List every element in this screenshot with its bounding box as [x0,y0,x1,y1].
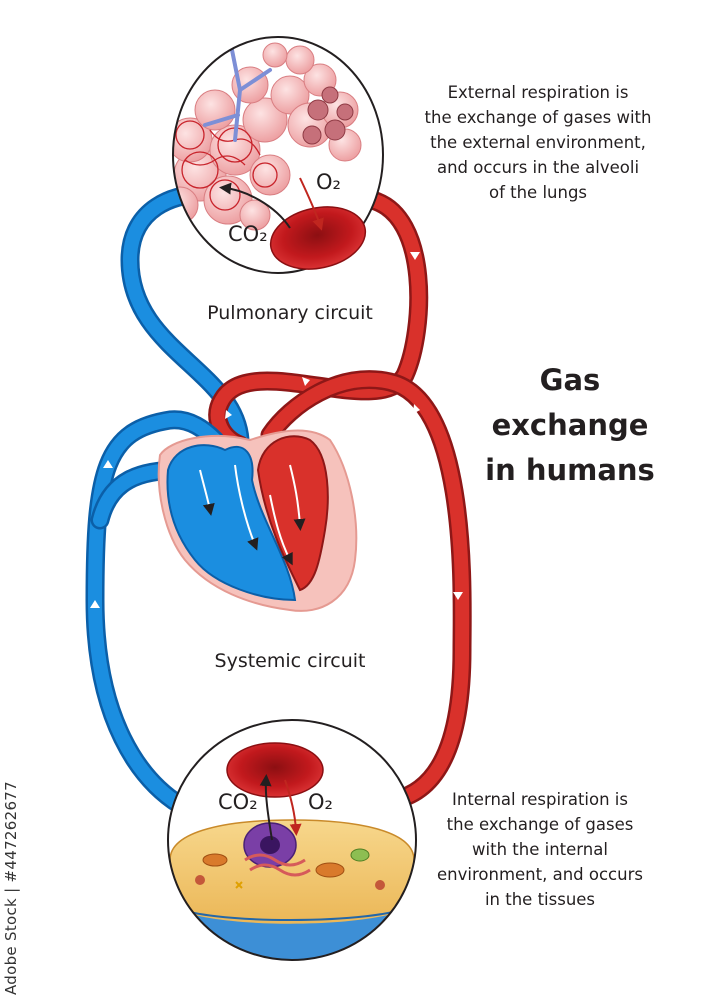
alveolar-sac [302,86,354,145]
internal-respiration-text: Internal respiration is the exchange of … [437,790,643,909]
capillary-network [175,120,278,211]
tissue-inset [167,719,417,961]
red-blood-cell-lungs [269,206,367,270]
systemic-circuit-label: Systemic circuit [214,650,366,672]
external-respiration-text: External respiration is the exchange of … [424,83,652,202]
diagram-title: Gas exchange in humans [485,363,655,487]
blood-vessels [85,185,472,815]
right-heart-chambers [166,444,297,602]
heart [157,429,358,612]
bronchioles [203,38,272,142]
alveoli-inset [172,36,384,274]
o2-uptake-arrow [299,177,324,231]
tissue-co2-label: CO₂ [218,790,258,814]
stock-watermark-id: Adobe Stock | #447262677 [2,781,20,995]
alveoli-o2-label: O₂ [316,170,341,194]
pulmonary-circuit-label: Pulmonary circuit [207,302,373,324]
o2-release-arrow [284,779,302,836]
heart-flow-arrows [199,464,306,566]
alveoli-co2-label: CO₂ [228,222,268,246]
left-heart-chambers [256,435,329,592]
aorta [260,370,472,810]
co2-uptake-arrow [259,774,273,841]
organelles [195,822,385,890]
flow-arrows [90,240,463,608]
red-blood-cell-tissue [226,742,324,798]
co2-release-arrow [219,182,291,229]
pulmonary-vein [208,190,429,455]
tissue-o2-label: O₂ [308,790,333,814]
